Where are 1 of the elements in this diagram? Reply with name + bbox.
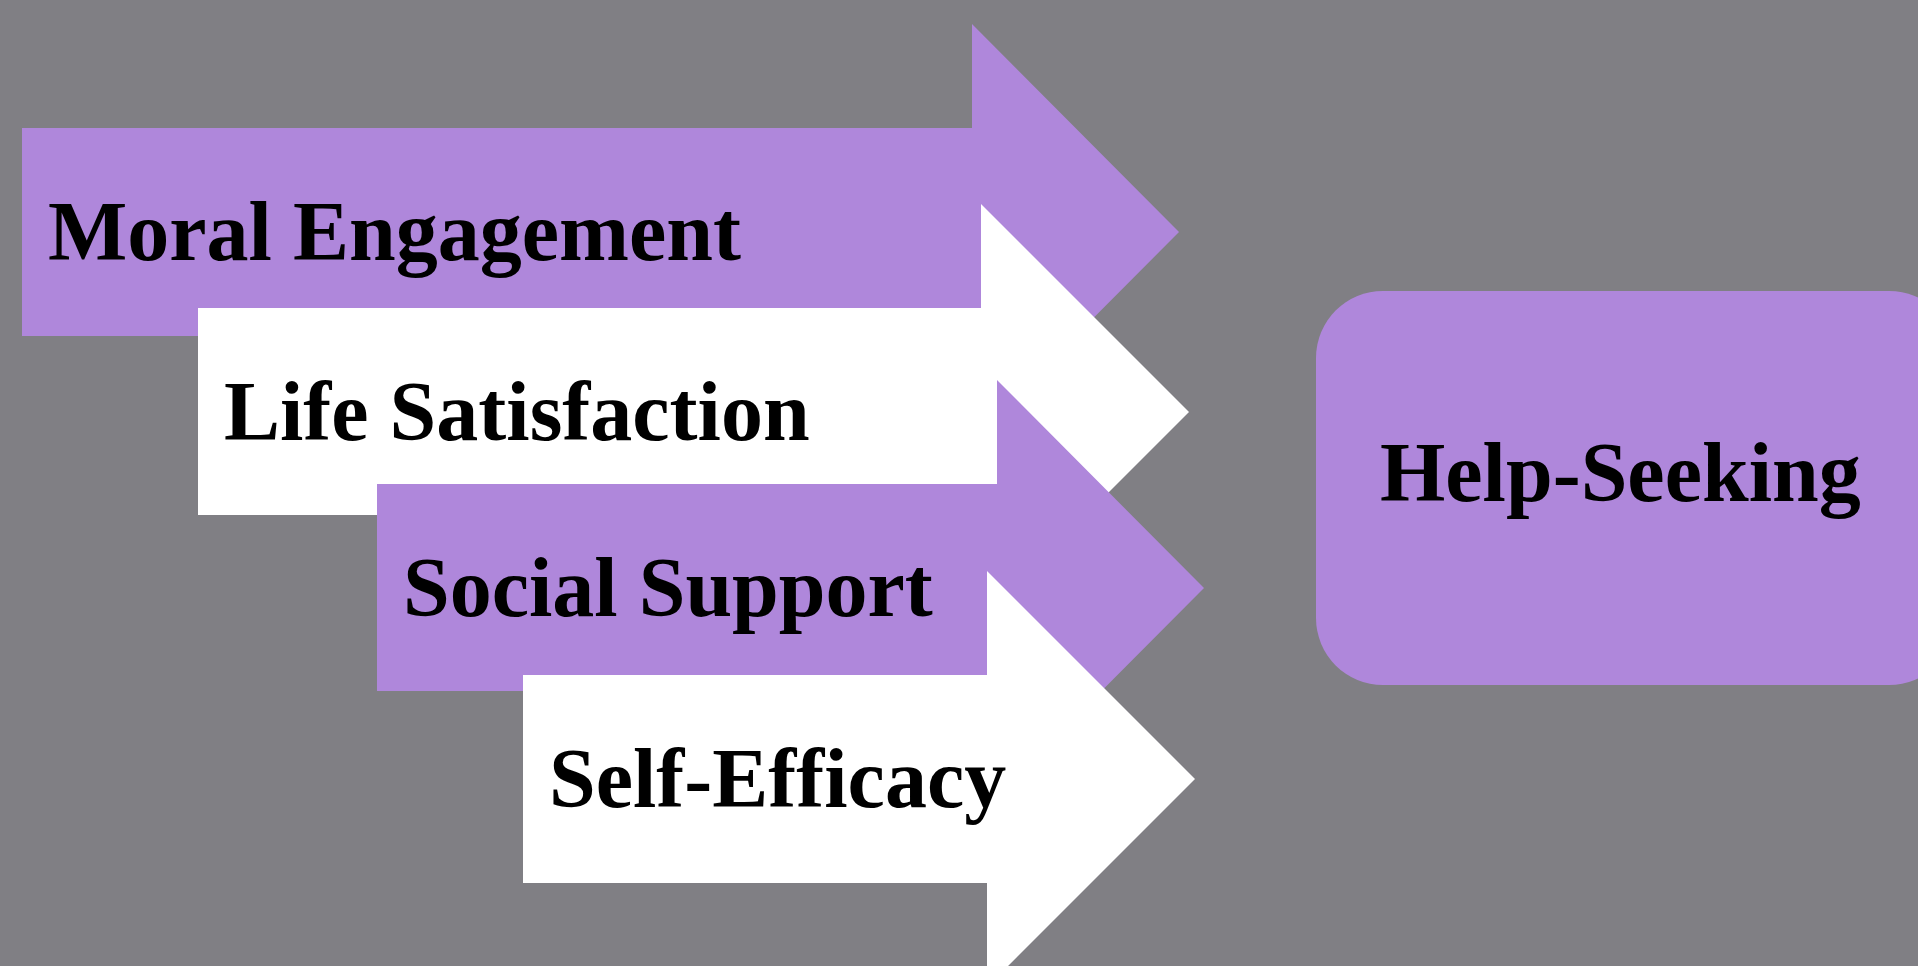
node-label: Life Satisfaction xyxy=(224,369,810,454)
